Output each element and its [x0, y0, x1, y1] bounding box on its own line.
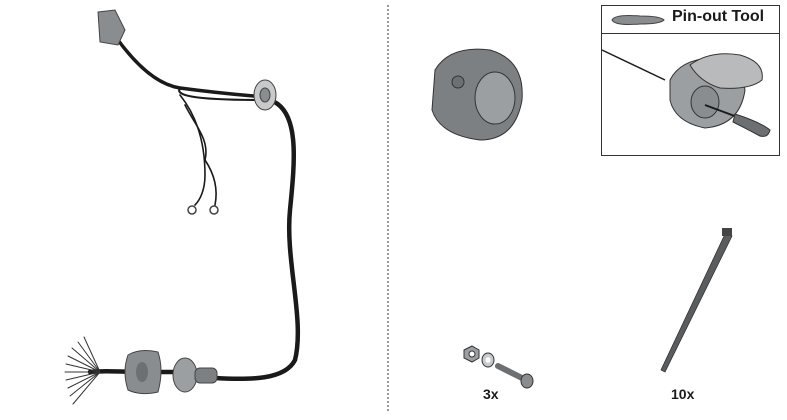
pinout-tool-title: Pin-out Tool [672, 8, 765, 25]
cable-tie [660, 228, 733, 373]
trailer-socket [431, 48, 523, 141]
bolt-quantity-label: 3x [483, 386, 499, 402]
pinout-tool-box [601, 5, 780, 156]
pinout-tool-header [602, 6, 779, 34]
socket-mounting-plates [124, 350, 218, 395]
pinout-illustration [601, 15, 771, 137]
grommet [253, 79, 277, 111]
bolt-set [463, 345, 534, 389]
cable-tie-quantity-label: 10x [671, 386, 695, 402]
vehicle-connector [97, 9, 126, 46]
ring-terminals [187, 205, 219, 215]
